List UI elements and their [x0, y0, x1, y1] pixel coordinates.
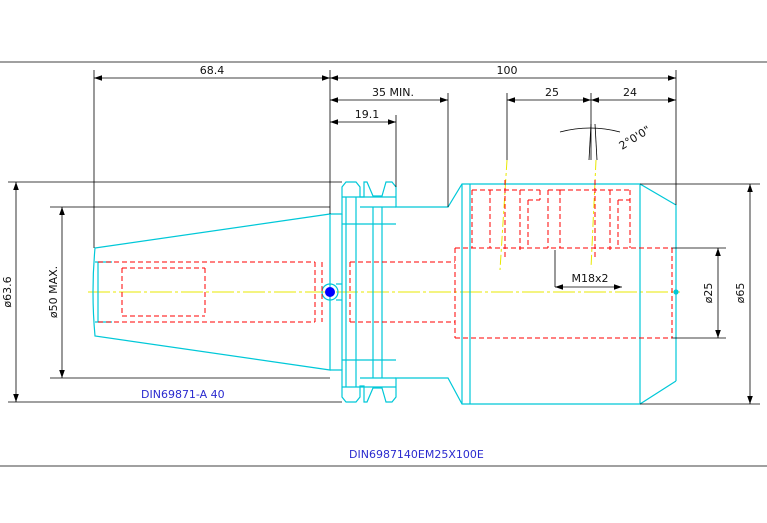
dim-collet-depth: 25	[545, 86, 559, 99]
dim-thread: M18x2	[572, 272, 609, 285]
center-marker	[325, 287, 335, 297]
dim-bore-diameter: ø25	[702, 283, 715, 304]
dim-taper-diameter: ø50 MAX.	[47, 266, 60, 318]
standard-label: DIN69871-A 40	[141, 388, 225, 401]
tool-holder-outline	[92, 181, 679, 405]
dim-flange-length: 19.1	[355, 108, 380, 121]
dim-flange-diameter: ø63.6	[1, 276, 14, 307]
dim-overall-length: 100	[497, 64, 518, 77]
dimension-lines	[8, 70, 760, 405]
frame-lines	[0, 61, 767, 467]
part-number-label: DIN6987140EM25X100E	[349, 448, 484, 461]
hidden-lines	[98, 180, 673, 339]
dim-angle: 2°0'0"	[617, 123, 653, 152]
dim-body-diameter: ø65	[734, 283, 747, 304]
thread-detail	[554, 250, 622, 290]
dim-nose-length: 24	[623, 86, 637, 99]
centerline	[88, 159, 680, 293]
dim-min-length: 35 MIN.	[372, 86, 414, 99]
dim-taper-length: 68.4	[200, 64, 225, 77]
